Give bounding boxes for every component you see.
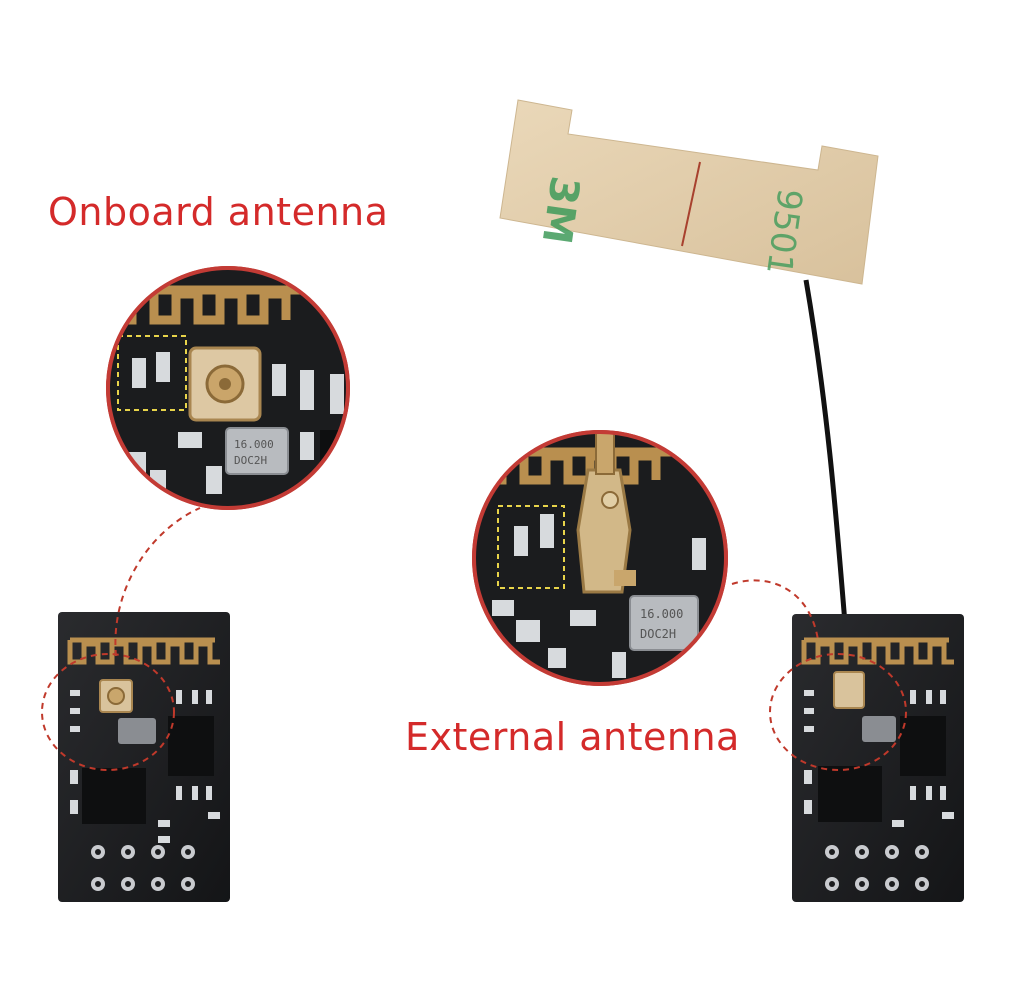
onboard-module <box>58 612 230 902</box>
antenna-cable <box>803 279 851 661</box>
external-focus-ring <box>769 653 907 771</box>
external-leader-line <box>731 579 819 641</box>
external-antenna-label: External antenna <box>405 715 740 759</box>
crystal-marking-line1: 16.000 <box>234 438 274 451</box>
onboard-leader-line <box>114 507 201 657</box>
crystal-marking-line2-ext: DOC2H <box>640 627 676 641</box>
sticker-brand-text: 3M <box>533 173 588 246</box>
crystal-marking-line1-ext: 16.000 <box>640 607 683 621</box>
onboard-focus-ring <box>41 653 175 771</box>
crystal-marking-line2: DOC2H <box>234 454 267 467</box>
onboard-magnifier: 16.000 DOC2H <box>106 266 350 510</box>
onboard-antenna-label: Onboard antenna <box>48 190 389 234</box>
flex-antenna-sticker: 3M 9501 <box>499 99 879 285</box>
external-magnifier: 16.000 DOC2H <box>472 430 728 686</box>
